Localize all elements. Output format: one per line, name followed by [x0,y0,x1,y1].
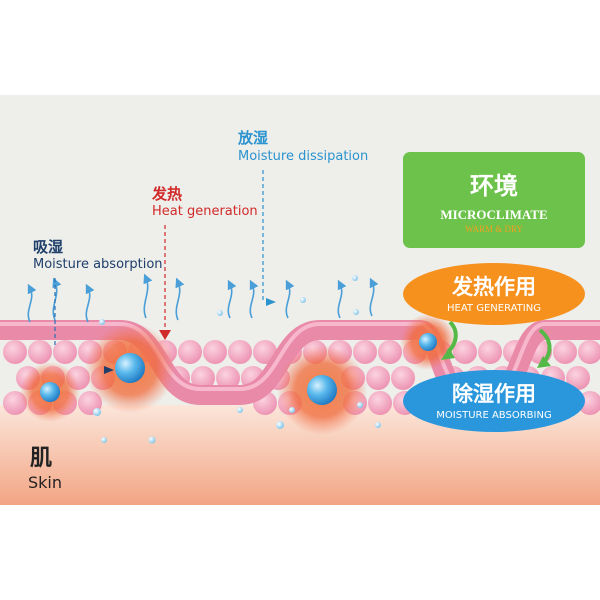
moisture-absorbing-title-en: MOISTURE ABSORBING [436,410,552,421]
fiber-ball [366,366,390,390]
skin-label-en: Skin [28,473,63,492]
water-drop [307,375,337,405]
heat-generating-title-en: HEAT GENERATING [447,303,541,314]
fiber-ball [353,340,377,364]
green-cycle-arrow [538,328,552,364]
fiber-ball [478,340,502,364]
moisture-dots [93,275,381,444]
water-drop [115,353,145,383]
fiber-ball [216,366,240,390]
microclimate-title-en: MICROCLIMATE [440,207,548,222]
absorption-arrow [104,366,114,374]
fiber-ball [203,340,227,364]
fiber-ball [53,340,77,364]
moisture-absorbing-title-cn: 除湿作用 [452,382,536,406]
heat-label-cn: 发热 [152,185,183,203]
heat-generating-title-cn: 发热作用 [452,275,536,299]
green-cycle-arrowhead [441,348,455,360]
heat-generating-badge: 发热作用 HEAT GENERATING [403,263,585,325]
absorption-label-en: Moisture absorption [33,257,163,272]
fiber-ball [178,340,202,364]
heat-arrow [159,330,171,340]
dissipation-label-cn: 放湿 [238,129,269,147]
fiber-ball [578,340,600,364]
green-cycle-arrowhead [537,356,551,368]
heat-label-en: Heat generation [152,204,258,219]
fiber-ball [553,340,577,364]
skin-label-cn: 肌 [30,446,53,471]
moisture-absorbing-badge: 除湿作用 MOISTURE ABSORBING [403,370,585,432]
fiber-ball [566,366,590,390]
fiber-ball [28,340,52,364]
dissipation-label-en: Moisture dissipation [238,149,369,164]
fiber-ball [453,340,477,364]
fiber-ball [391,366,415,390]
fiber-ball [253,340,277,364]
fiber-ball [378,340,402,364]
fiber-ball [191,366,215,390]
microclimate-box: 环境 MICROCLIMATE WARM & DRY [403,152,585,248]
dissipation-arrow [266,298,276,306]
vapor-arrows [27,273,379,323]
water-drop [40,382,60,402]
green-cycle-arrow [446,320,458,354]
fiber-ball [228,340,252,364]
microclimate-title-cn: 环境 [470,172,518,200]
water-drop [419,333,437,351]
absorption-label-cn: 吸湿 [33,238,64,256]
microclimate-subtitle: WARM & DRY [464,224,523,234]
fiber-ball [3,340,27,364]
fiber-ball [368,391,392,415]
